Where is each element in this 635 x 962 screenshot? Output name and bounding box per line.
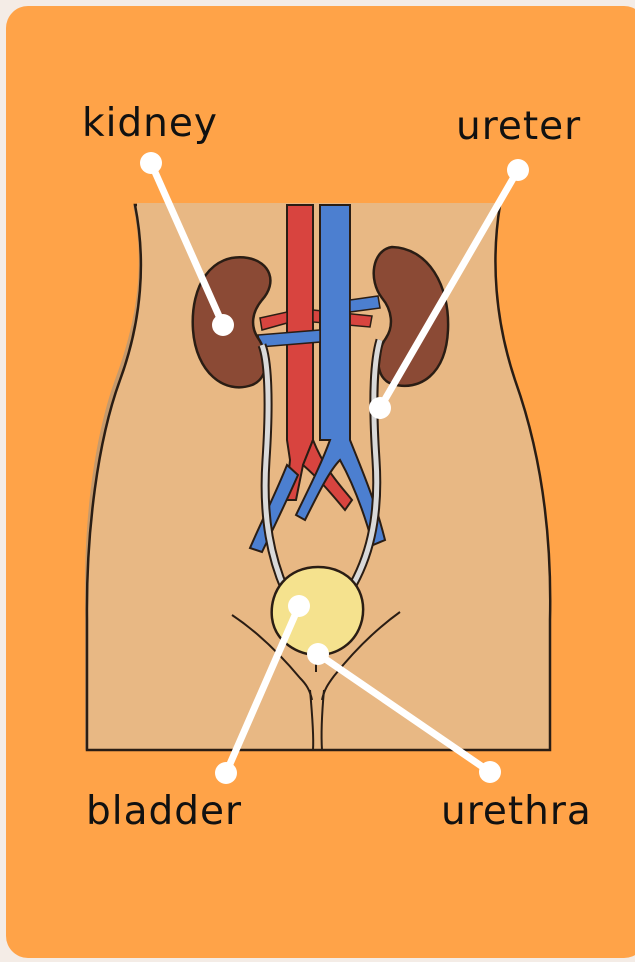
kidney-label: kidney — [82, 104, 218, 143]
urethra-target-dot — [307, 643, 329, 665]
bladder-label-dot — [215, 762, 237, 784]
bladder-target-dot — [288, 595, 310, 617]
ureter-label-dot — [507, 159, 529, 181]
ureter-target-dot — [369, 397, 391, 419]
urethra-label: urethra — [441, 792, 592, 831]
urethra-label-dot — [479, 761, 501, 783]
ureter-label: ureter — [456, 107, 581, 146]
kidney-label-dot — [140, 152, 162, 174]
bladder-label: bladder — [86, 792, 242, 831]
kidney-target-dot — [212, 314, 234, 336]
